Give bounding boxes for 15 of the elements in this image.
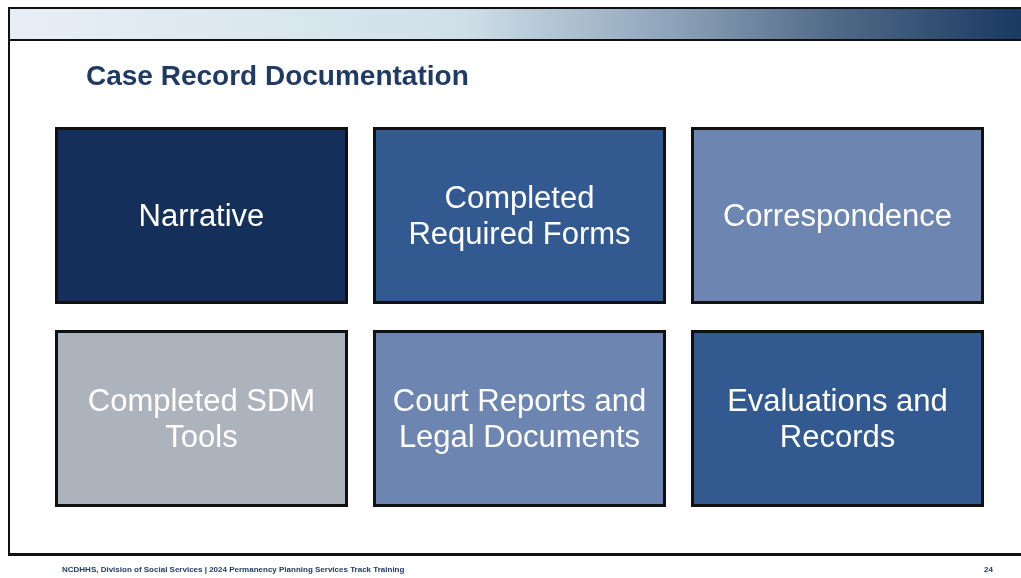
category-box xyxy=(373,330,666,507)
category-box xyxy=(691,127,984,304)
page-number: 24 xyxy=(984,565,993,574)
box-label: Evaluations and Records xyxy=(726,383,949,454)
box-label: Correspondence xyxy=(722,198,953,233)
category-box xyxy=(691,330,984,507)
slide-title: Case Record Documentation xyxy=(86,60,469,92)
category-box xyxy=(55,330,348,507)
box-label: Court Reports and Legal Documents xyxy=(391,383,648,454)
box-label: Completed Required Forms xyxy=(407,180,632,251)
footer-text: NCDHHS, Division of Social Services | 2024 Permanency Planning Services Track Training xyxy=(62,565,405,574)
category-box xyxy=(373,127,666,304)
box-label: Narrative xyxy=(138,198,265,233)
category-box xyxy=(55,127,348,304)
box-label: Completed SDM Tools xyxy=(86,383,317,454)
